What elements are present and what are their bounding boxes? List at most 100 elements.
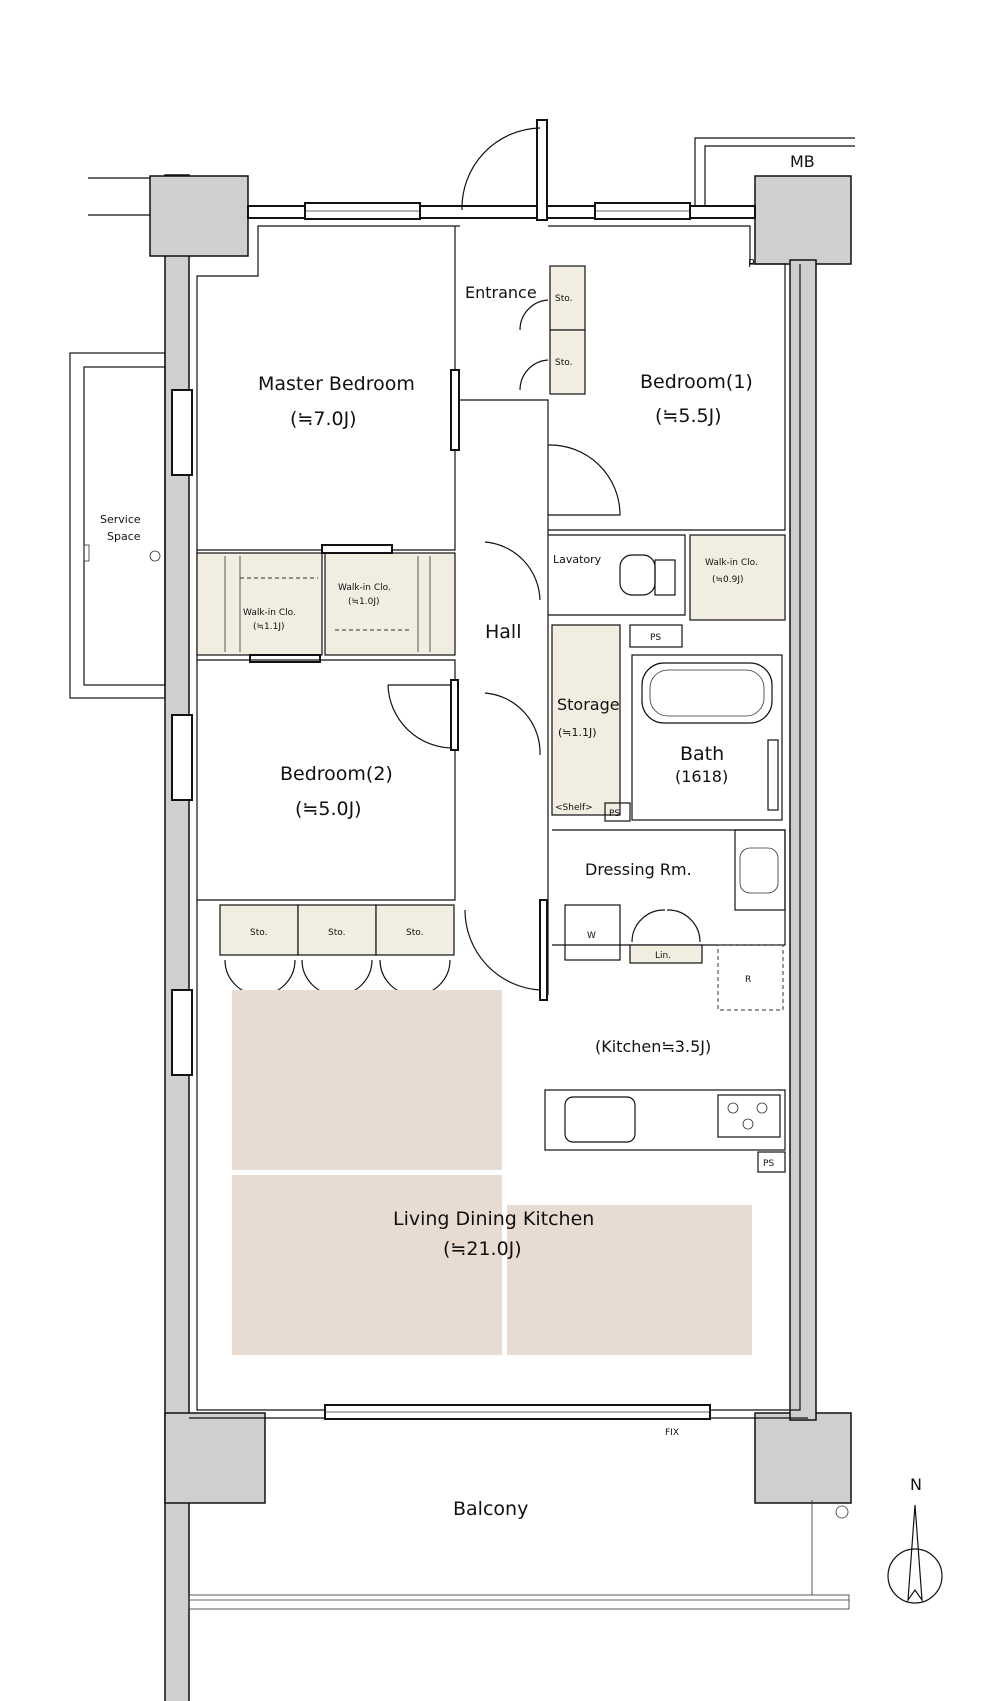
- master-sliding-door[interactable]: [450, 369, 460, 451]
- interior-boundary: [196, 225, 460, 965]
- storage-room: [551, 624, 621, 816]
- ps-box-3: [757, 1151, 786, 1173]
- dressing-room-label: Dressing Rm.: [585, 860, 692, 879]
- column-bottom-right: [754, 1412, 852, 1504]
- vanity: [734, 829, 786, 911]
- hall-entrance-divider: [460, 399, 549, 995]
- wic-master-size: (≒1.0J): [348, 597, 380, 607]
- master-bedroom-wall: [197, 226, 456, 551]
- wic-bedroom1: [689, 534, 786, 621]
- storage-2-label: Sto.: [328, 928, 345, 938]
- bathtub-inner: [649, 669, 765, 717]
- ps-label-1: PS: [650, 633, 661, 643]
- bedroom1-label: Bedroom(1): [640, 371, 753, 393]
- wic-master-label: Walk-in Clo.: [338, 583, 391, 593]
- storage-shelf-label: <Shelf>: [555, 803, 593, 813]
- washer-label: W: [587, 931, 596, 941]
- column-top-left: [149, 175, 249, 257]
- wic-door[interactable]: [321, 544, 393, 554]
- entrance-door-leaf[interactable]: [536, 119, 548, 221]
- burner: [756, 1102, 768, 1114]
- bedroom2-label: Bedroom(2): [280, 763, 393, 785]
- storage-3-label: Sto.: [406, 928, 423, 938]
- compass-north-label: N: [910, 1475, 922, 1494]
- storage-door-swings: [224, 959, 451, 996]
- wic-door[interactable]: [249, 654, 321, 663]
- master-bedroom-label: Master Bedroom: [258, 373, 415, 395]
- kitchen-sink: [564, 1096, 636, 1143]
- entrance-storage-swings: [519, 299, 549, 391]
- lavatory-wall: [548, 534, 686, 616]
- linen-storage: [629, 944, 703, 964]
- fridge-space: [717, 944, 784, 1011]
- balcony-railing: [188, 1594, 850, 1610]
- ldk-label: Living Dining Kitchen: [393, 1208, 594, 1230]
- storage-room-label: Storage: [557, 695, 620, 714]
- storage-1-label: Sto.: [250, 928, 267, 938]
- bedroom2-door-swing: [387, 684, 454, 749]
- bedroom2-wall: [197, 659, 456, 901]
- compass-circle: [887, 1548, 943, 1604]
- meter-box-outline: [704, 145, 855, 210]
- dressing-room-wall: [552, 829, 786, 946]
- burner: [742, 1118, 754, 1130]
- window-left-2: [171, 714, 193, 801]
- ps-box-1: [629, 624, 683, 648]
- entrance-storage-1: [549, 265, 586, 331]
- window-left-3: [171, 989, 193, 1076]
- bedroom1-door-swing: [547, 444, 621, 516]
- toilet-tank: [654, 559, 676, 596]
- linen-label: Lin.: [655, 951, 671, 961]
- ps-label-3: PS: [763, 1159, 774, 1169]
- column-bottom-left: [164, 1412, 266, 1504]
- service-space-label-1: Service: [100, 513, 141, 526]
- entrance-door-swing: [461, 127, 541, 211]
- mb-label: MB: [790, 152, 815, 171]
- wic-bedroom1-size: (≒0.9J): [712, 575, 744, 585]
- wic-bedroom2-size: (≒1.1J): [253, 622, 285, 632]
- hall-door-swing-3: [464, 909, 541, 991]
- bath-room: [631, 654, 783, 821]
- wic-bedroom2-label: Walk-in Clo.: [243, 608, 296, 618]
- kitchen-label: (Kitchen≒3.5J): [595, 1037, 711, 1056]
- lavatory-label: Lavatory: [553, 553, 602, 566]
- balcony-drain: [835, 1505, 849, 1519]
- bath-label: Bath: [680, 743, 724, 765]
- vanity-basin: [739, 847, 779, 894]
- hall-door-swing-2: [484, 692, 541, 756]
- hall-label: Hall: [485, 621, 522, 643]
- column-top-right: [754, 175, 852, 265]
- meter-box-outline: [694, 137, 855, 210]
- storage-2: [297, 904, 377, 956]
- service-space-label-2: Space: [107, 530, 141, 543]
- entrance-label: Entrance: [465, 283, 537, 302]
- ldk-size: (≒21.0J): [443, 1238, 522, 1260]
- bedroom2-door[interactable]: [450, 679, 459, 751]
- linen-door-swings: [631, 909, 701, 943]
- ldk-floor-zone: [507, 1205, 752, 1355]
- entrance-storage-2-label: Sto.: [555, 358, 572, 368]
- bath-size: (1618): [675, 767, 728, 786]
- service-space-rail: [83, 544, 90, 562]
- hall-door-swing-1: [484, 541, 541, 601]
- ldk-floor-zone: [232, 1175, 502, 1355]
- entrance-storage-2: [549, 329, 586, 395]
- wic-master: [324, 552, 456, 656]
- bathtub: [641, 662, 773, 724]
- bedroom1-size: (≒5.5J): [655, 405, 722, 427]
- master-bedroom-size: (≒7.0J): [290, 408, 357, 430]
- entrance-storage-1-label: Sto.: [555, 294, 572, 304]
- ldk-floor-zone: [232, 990, 502, 1170]
- kitchen-counter: [544, 1089, 786, 1151]
- bedroom2-size: (≒5.0J): [295, 798, 362, 820]
- service-space-drain: [149, 550, 161, 562]
- storage-room-size: (≒1.1J): [558, 726, 597, 739]
- right-structural-wall: [789, 259, 817, 1421]
- window-left-1: [171, 389, 193, 476]
- washer-box: [564, 904, 621, 961]
- wic-bedroom2: [196, 552, 323, 656]
- hall-door[interactable]: [539, 899, 548, 1001]
- cooktop: [717, 1094, 781, 1138]
- service-space-inner: [83, 366, 166, 686]
